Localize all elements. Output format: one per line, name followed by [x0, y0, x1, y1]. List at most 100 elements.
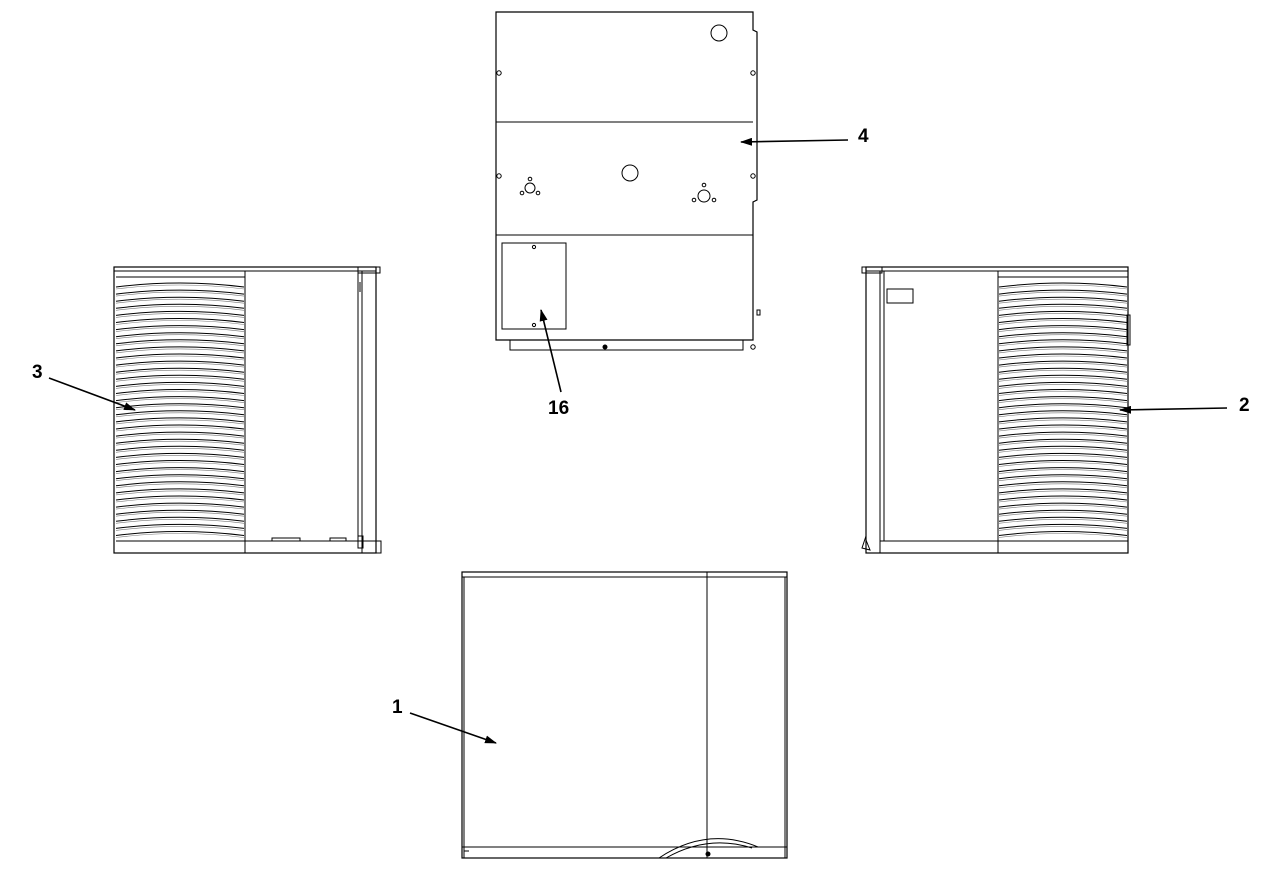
coil-fin	[115, 296, 245, 302]
coil-fin	[115, 346, 245, 352]
coil-fin-shadow	[115, 284, 245, 290]
coil-fin-shadow	[998, 462, 1128, 467]
coil-fin	[998, 389, 1128, 394]
coil-fin	[115, 516, 245, 522]
coil-fin	[115, 353, 245, 359]
coil-fin	[115, 438, 245, 444]
coil-fin	[115, 417, 245, 423]
coil-fin-shadow	[115, 362, 245, 368]
coil-fin	[998, 509, 1128, 515]
coil-fin-shadow	[115, 306, 245, 311]
left-side-panel	[113, 266, 382, 554]
coil-fin	[115, 367, 245, 373]
coil-fin	[998, 481, 1128, 487]
leader-2	[1119, 405, 1228, 414]
coil-fin-shadow	[115, 455, 245, 460]
coil-fin	[115, 481, 245, 487]
coil-fin	[998, 346, 1128, 352]
coil-fin-shadow	[115, 497, 245, 503]
coil-fin	[998, 495, 1128, 501]
coil-fin-shadow	[998, 519, 1128, 524]
coil-fin	[115, 474, 245, 480]
coil-fin-shadow	[998, 306, 1128, 311]
coil-fin-shadow	[998, 320, 1128, 325]
coil-fin	[115, 332, 245, 338]
coil-fin	[998, 318, 1128, 323]
coil-fin-shadow	[998, 348, 1128, 354]
coil-fin-shadow	[115, 341, 245, 347]
coil-fin-shadow	[998, 511, 1128, 517]
coil-fin	[998, 523, 1128, 529]
coil-fin-shadow	[998, 377, 1128, 382]
coil-fin	[998, 332, 1128, 338]
coil-fin	[115, 488, 245, 494]
coil-fin	[998, 403, 1128, 409]
callout-4: 4	[858, 126, 869, 147]
coil-fin-shadow	[998, 476, 1128, 481]
coil-fin-shadow	[998, 298, 1128, 304]
coil-fin	[998, 460, 1128, 465]
coil-fin-shadow	[998, 419, 1128, 425]
coil-fin-shadow	[998, 384, 1128, 389]
coil-fin-shadow	[115, 440, 245, 446]
top-panel	[495, 11, 761, 351]
coil-fin	[115, 452, 245, 458]
coil-fin	[115, 460, 245, 465]
coil-fin-shadow	[115, 391, 245, 396]
coil-fin	[998, 360, 1128, 366]
coil-fin-shadow	[115, 298, 245, 304]
coil-fin-shadow	[998, 313, 1128, 318]
coil-fin	[998, 474, 1128, 480]
coil-fin	[998, 488, 1128, 494]
coil-fin-shadow	[998, 327, 1128, 332]
leader-3	[48, 377, 136, 411]
coil-fin	[115, 410, 245, 416]
coil-fin	[115, 523, 245, 529]
coil-fin	[115, 431, 245, 437]
coil-fin	[998, 445, 1128, 451]
coil-fin-shadow	[998, 448, 1128, 453]
coil-fin-shadow	[115, 377, 245, 382]
coil-fin	[998, 424, 1128, 430]
coil-fin-shadow	[998, 355, 1128, 361]
leader-4	[740, 137, 849, 146]
coil-fin	[998, 289, 1128, 295]
coil-fin	[998, 516, 1128, 522]
leader-16	[539, 309, 562, 393]
coil-fin	[998, 367, 1128, 373]
coil-fin-shadow	[998, 334, 1128, 339]
coil-fin-shadow	[998, 398, 1128, 403]
coil-fin-shadow	[998, 426, 1128, 432]
coil-fin	[998, 339, 1128, 345]
right-side-panel	[861, 266, 1131, 554]
coil-fin-shadow	[998, 405, 1128, 410]
coil-fin-shadow	[115, 511, 245, 517]
coil-fin-shadow	[115, 369, 245, 375]
coil-fin	[998, 325, 1128, 331]
coil-fin-shadow	[998, 469, 1128, 474]
coil-fin	[115, 282, 245, 288]
coil-fin-shadow	[998, 490, 1128, 496]
coil-fin	[115, 509, 245, 515]
coil-fin-shadow	[998, 362, 1128, 368]
coil-fin	[998, 396, 1128, 402]
coil-fin	[115, 531, 245, 536]
coil-fin-shadow	[115, 526, 245, 531]
coil-fin	[115, 374, 245, 380]
coil-fin-shadow	[115, 313, 245, 318]
coil-fin	[115, 467, 245, 473]
callout-1: 1	[392, 697, 403, 718]
coil-fin-shadow	[115, 448, 245, 453]
callout-2: 2	[1239, 395, 1250, 416]
coil-fin	[115, 318, 245, 323]
coil-fin	[998, 296, 1128, 302]
coil-fin-shadow	[998, 391, 1128, 396]
coil-fin	[998, 374, 1128, 380]
coil-fin	[998, 410, 1128, 416]
coil-fin-shadow	[998, 291, 1128, 297]
coil-fin-shadow	[998, 369, 1128, 375]
coil-fin-shadow	[115, 384, 245, 389]
coil-grille-left	[115, 282, 245, 538]
coil-fin	[115, 495, 245, 501]
